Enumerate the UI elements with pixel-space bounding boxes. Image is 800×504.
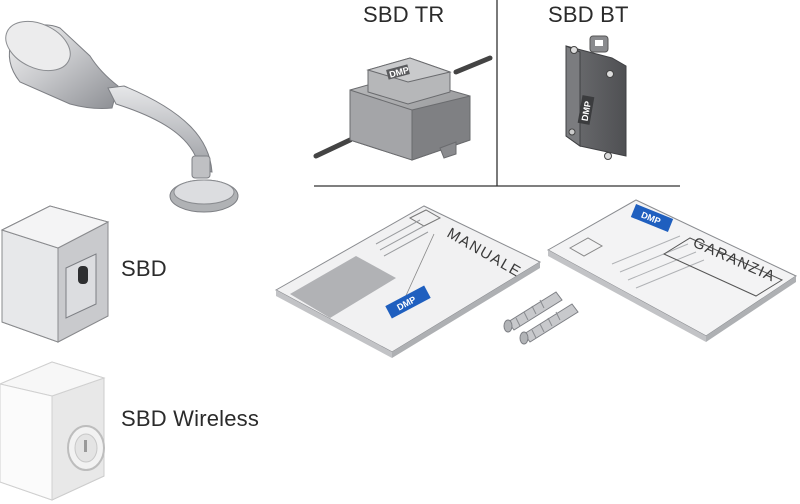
wall-plugs-image — [503, 291, 579, 345]
sbd-wireless-device-image — [0, 361, 106, 501]
sbd-wireless-label: SBD Wireless — [121, 406, 260, 431]
sbd-tr-label: SBD TR — [363, 2, 445, 27]
shower-head-image — [5, 20, 239, 213]
warranty-document: DMP GARANZIA — [546, 199, 798, 342]
sbd-tr-image: DMP — [313, 55, 493, 161]
sbd-device-image — [0, 205, 110, 343]
sbd-bt-label: SBD BT — [548, 2, 629, 27]
svg-text:DMP: DMP — [388, 65, 410, 80]
manual-document: DMP MANUALE — [274, 205, 542, 358]
sbd-bt-image: DMP — [565, 35, 627, 160]
svg-text:DMP: DMP — [580, 100, 593, 121]
layout-dividers — [314, 0, 680, 187]
sbd-label: SBD — [121, 256, 167, 281]
